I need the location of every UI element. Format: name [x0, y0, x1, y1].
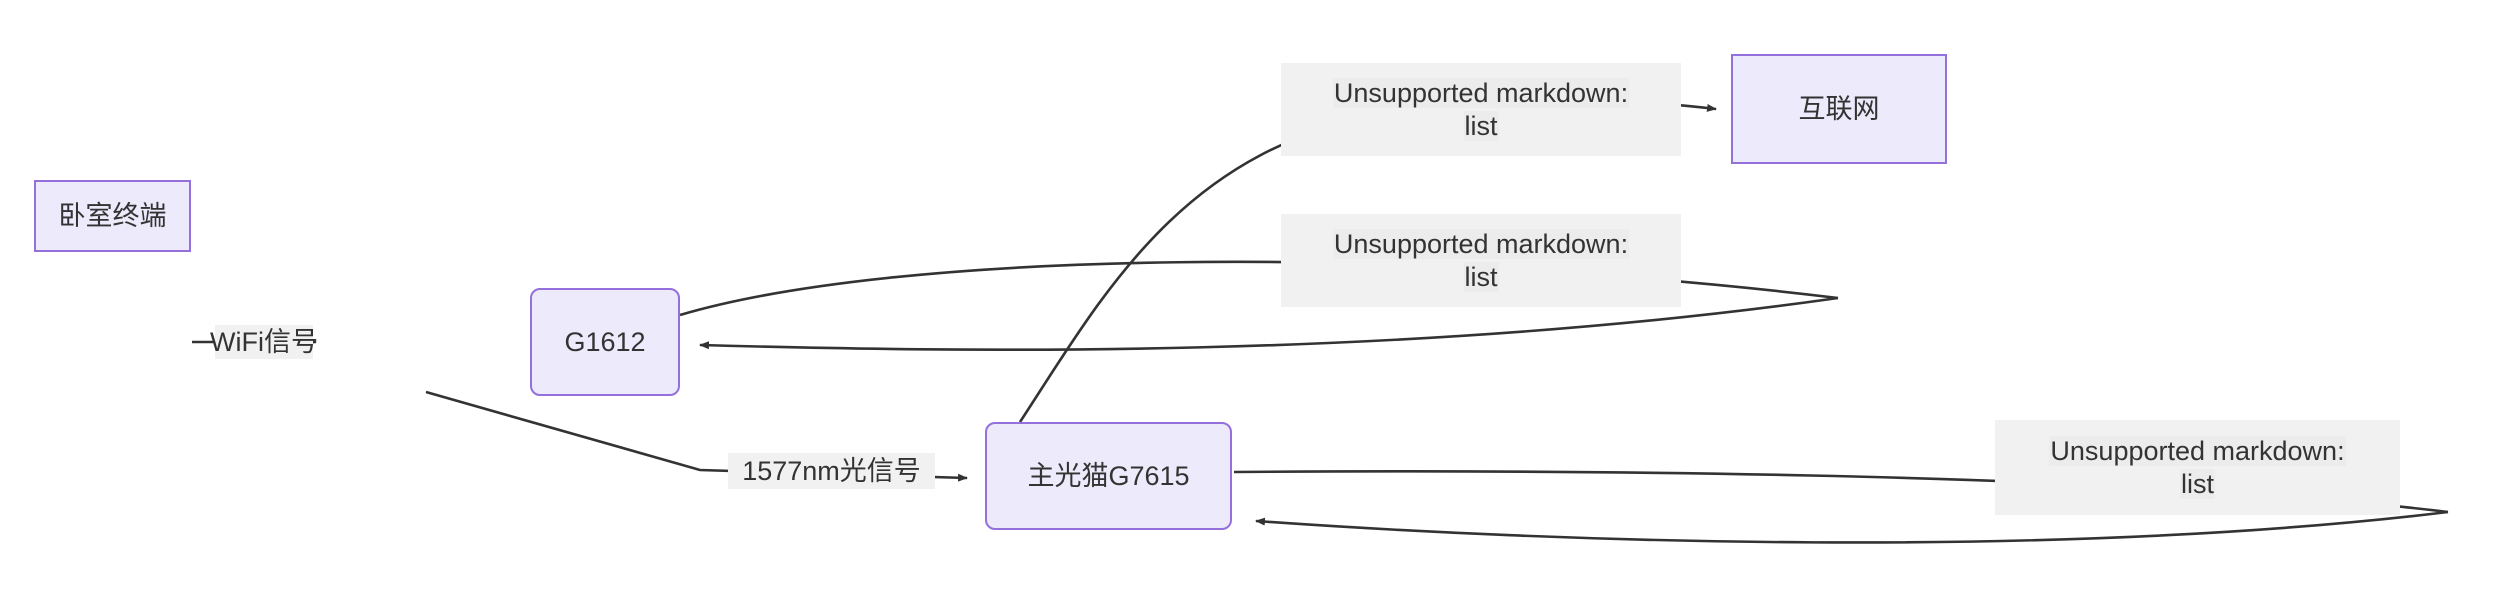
- edge-label-line-1: Unsupported markdown:: [1332, 229, 1630, 260]
- node-label: 卧室终端: [58, 200, 167, 231]
- edge-label-1577nm-optical-signal: 1577nm光信号: [728, 453, 935, 489]
- edge-label-line-1: Unsupported markdown:: [1332, 78, 1630, 109]
- node-label: 互联网: [1798, 93, 1880, 124]
- node-label: 主光猫G7615: [1027, 460, 1190, 491]
- edge-label-line: WiFi信号: [210, 326, 318, 357]
- edge-label-unsupported-markdown-1: Unsupported markdown: list: [1281, 63, 1681, 156]
- edge-label-line-2: list: [1463, 110, 1499, 141]
- edge-label-unsupported-markdown-2: Unsupported markdown: list: [1281, 214, 1681, 307]
- node-label: G1612: [564, 326, 646, 357]
- node-main-modem-g7615[interactable]: 主光猫G7615: [985, 422, 1232, 530]
- node-bedroom-terminal[interactable]: 卧室终端: [34, 180, 191, 252]
- edge-g7615-self-back: [1255, 510, 2449, 544]
- edge-label-unsupported-markdown-3: Unsupported markdown: list: [1995, 420, 2400, 515]
- edge-label-line: 1577nm光信号: [742, 455, 921, 486]
- node-internet[interactable]: 互联网: [1731, 54, 1947, 164]
- edge-label-line-2: list: [2180, 468, 2215, 499]
- edge-g1612-self-back: [699, 296, 1839, 352]
- node-g1612[interactable]: G1612: [530, 288, 680, 396]
- edge-label-line-2: list: [1463, 261, 1499, 292]
- edge-label-line-1: Unsupported markdown:: [2049, 436, 2346, 467]
- edge-label-wifi-signal: WiFi信号: [210, 325, 318, 359]
